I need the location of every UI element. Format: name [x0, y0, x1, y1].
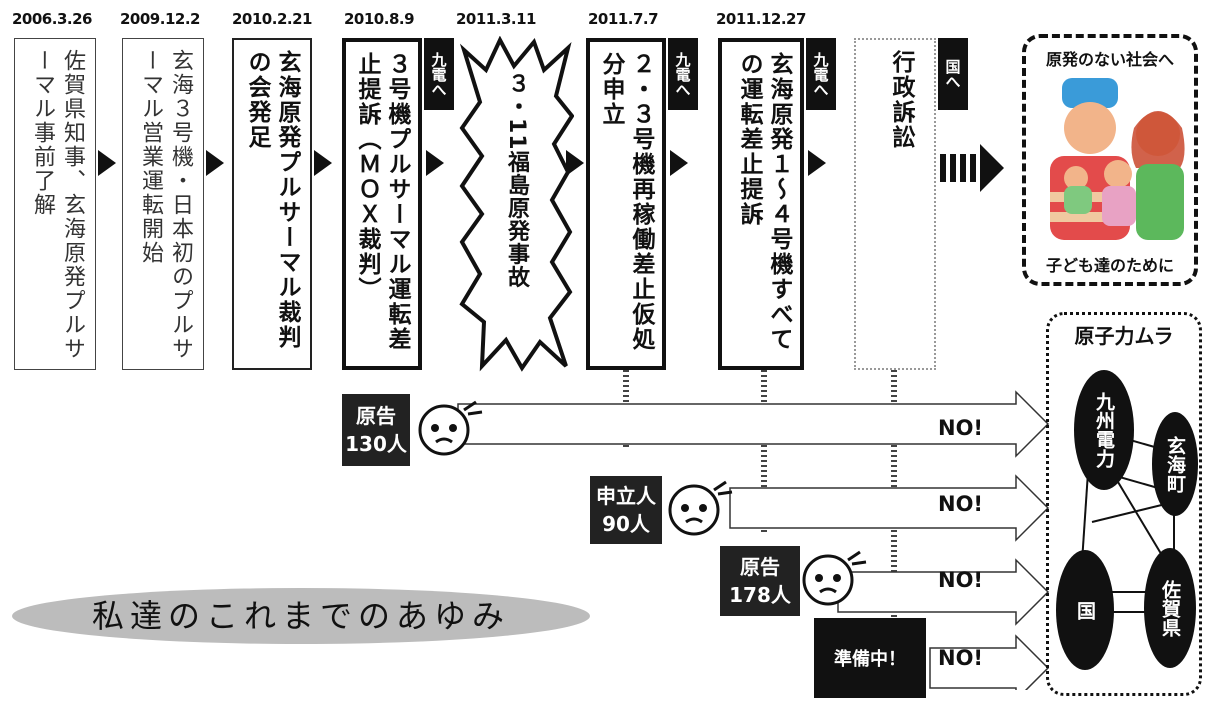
tag-kuni: 国へ [938, 38, 968, 110]
angry-face-icon [802, 550, 867, 606]
timeline-arrow-icon [808, 150, 826, 176]
event-text: 玄海３号機・日本初のプルサーマル営業運転開始 [138, 49, 193, 361]
tag-kyuden: 九電へ [806, 38, 836, 110]
event-card-2010-feb: 玄海原発プルサーマル裁判の会発足 [232, 38, 312, 370]
event-card-admin-suit: 行政訴訟 [854, 38, 936, 370]
event-card-2010-aug: ３号機プルサーマル運転差止提訴（ＭＯＸ裁判） [342, 38, 422, 370]
event-text-fukushima: ３・11福島原発事故 [504, 72, 529, 289]
date-6: 2011.7.7 [588, 10, 659, 28]
angry-face-icon [418, 400, 483, 456]
title-background [12, 588, 590, 644]
timeline-arrow-icon [98, 150, 116, 176]
date-7: 2011.12.27 [716, 10, 806, 28]
event-text: 玄海原発１〜４号機すべての運転差止提訴 [736, 52, 792, 352]
timeline-arrow-icon [206, 150, 224, 176]
nuclear-village-title: 原子力ムラ [1074, 324, 1174, 348]
date-1: 2006.3.26 [12, 10, 92, 28]
result-no-1: NO! [938, 416, 984, 440]
group-label-preparing: 準備中！ [814, 618, 926, 698]
timeline-arrow-icon [426, 150, 444, 176]
timeline-arrow-icon [670, 150, 688, 176]
explosion-icon [459, 36, 574, 372]
result-no-3: NO! [938, 568, 984, 592]
date-5: 2011.3.11 [456, 10, 536, 28]
future-box [1022, 34, 1198, 286]
timeline-arrow-icon [566, 150, 584, 176]
event-text: 行政訴訟 [888, 50, 914, 150]
result-no-2: NO! [938, 492, 984, 516]
angry-face-icon [668, 480, 733, 536]
node-genkai-town: 玄海町 [1152, 412, 1198, 516]
date-4: 2010.8.9 [344, 10, 415, 28]
event-card-2006: 佐賀県知事、玄海原発プルサーマル事前了解 [14, 38, 96, 370]
event-text: 玄海原発プルサーマル裁判の会発足 [244, 50, 300, 350]
node-national-government: 国 [1056, 550, 1114, 670]
result-arrows [457, 370, 1050, 690]
event-text: 佐賀県知事、玄海原発プルサーマル事前了解 [30, 49, 85, 361]
timeline-arrow-icon [314, 150, 332, 176]
page-title: 私達のこれまでのあゆみ [91, 597, 510, 635]
node-kyushu-electric: 九州電力 [1074, 370, 1134, 490]
nuclear-village-box [1046, 312, 1202, 696]
result-no-4: NO! [938, 646, 984, 670]
date-3: 2010.2.21 [232, 10, 312, 28]
event-text: ３号機プルサーマル運転差止提訴（ＭＯＸ裁判） [354, 52, 410, 352]
date-2: 2009.12.2 [120, 10, 200, 28]
forward-arrow-icon [940, 144, 1004, 192]
event-text: ２・３号機再稼働差止仮処分申立 [598, 52, 654, 352]
event-card-2009: 玄海３号機・日本初のプルサーマル営業運転開始 [122, 38, 204, 370]
node-saga-prefecture: 佐賀県 [1144, 548, 1196, 668]
event-card-2011-dec: 玄海原発１〜４号機すべての運転差止提訴 [718, 38, 804, 370]
event-card-2011-jul: ２・３号機再稼働差止仮処分申立 [586, 38, 666, 370]
tag-kyuden: 九電へ [424, 38, 454, 110]
tag-kyuden: 九電へ [668, 38, 698, 110]
future-caption: 子ども達のために [1045, 256, 1174, 275]
family-illustration [1050, 78, 1185, 240]
future-heading: 原発のない社会へ [1045, 50, 1174, 69]
